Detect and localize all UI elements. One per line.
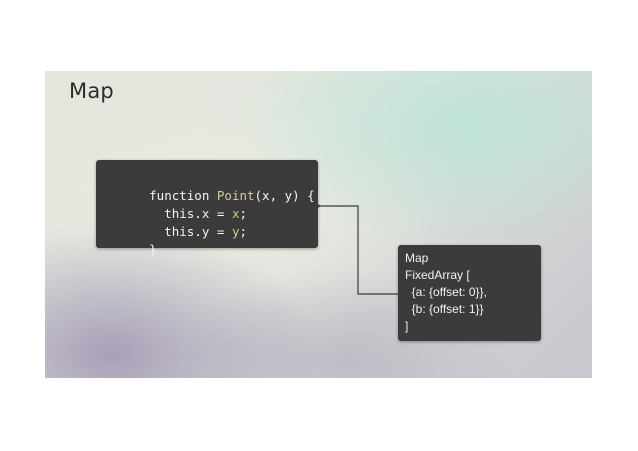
map-line: {a: {offset: 0}},: [405, 285, 487, 299]
map-line: Map: [405, 251, 429, 265]
map-line: FixedArray [: [405, 268, 470, 282]
variable: y: [231, 224, 240, 239]
slide: Map function Point(x, y) { this.x = x; t…: [45, 71, 592, 378]
pointer-arrow: [45, 71, 398, 295]
map-box: Map FixedArray [ {a: {offset: 0}}, {b: {…: [398, 245, 541, 341]
code-line: }: [149, 242, 157, 257]
function-name: Point: [216, 188, 255, 203]
code-line: this.x = x;: [149, 206, 248, 221]
code-line: this.y = y;: [149, 224, 248, 239]
code-line: function Point(x, y) {: [149, 188, 315, 203]
map-line: ]: [405, 319, 409, 333]
arrow-line: [320, 206, 398, 295]
slide-title: Map: [69, 79, 114, 103]
map-line: {b: {offset: 1}}: [405, 302, 484, 316]
code-box: function Point(x, y) { this.x = x; this.…: [96, 160, 318, 257]
variable: x: [231, 206, 240, 221]
